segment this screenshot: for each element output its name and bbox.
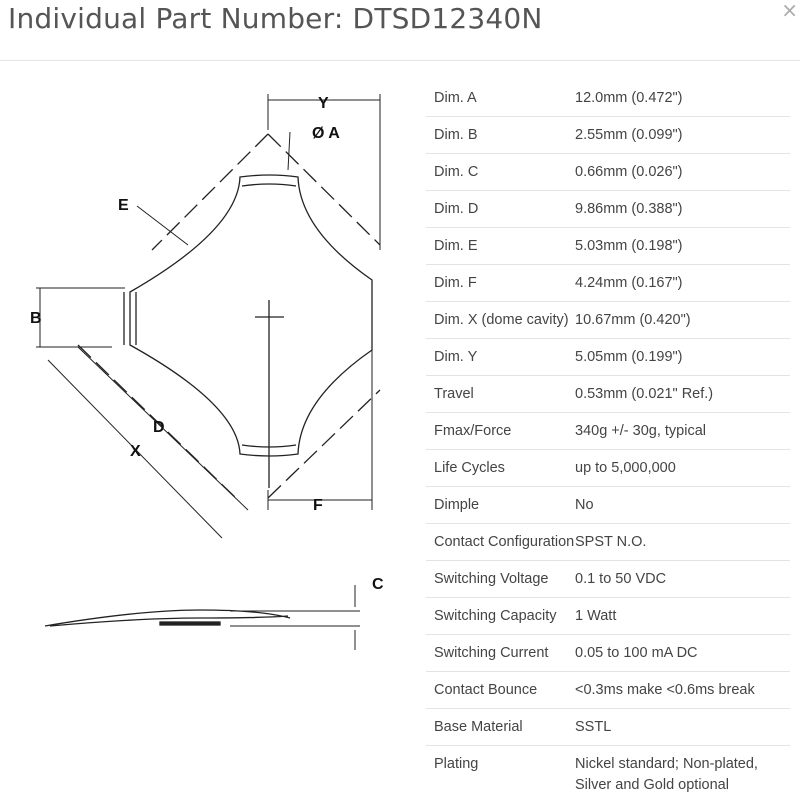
dome-technical-drawing: Y Ø A E B D X F C (30, 94, 384, 650)
spec-value: <0.3ms make <0.6ms break (575, 682, 755, 698)
spec-table: Dim. A 12.0mm (0.472") Dim. B 2.55mm (0.09… (426, 80, 790, 803)
spec-row: Dim. E 5.03mm (0.198") (426, 228, 790, 265)
header-divider (0, 60, 800, 61)
spec-value: 2.55mm (0.099") (575, 127, 683, 143)
spec-label: Dim. A (434, 90, 477, 106)
spec-value: 5.05mm (0.199") (575, 349, 683, 365)
spec-label: Dim. F (434, 275, 477, 291)
spec-value: No (575, 497, 594, 513)
spec-label: Dim. Y (434, 349, 478, 365)
spec-label: Contact Bounce (434, 682, 538, 698)
spec-label: Switching Current (434, 645, 549, 661)
spec-row: Dim. D 9.86mm (0.388") (426, 191, 790, 228)
spec-value: 0.05 to 100 mA DC (575, 645, 698, 661)
dome-outline (129, 174, 373, 457)
spec-row: Dim. A 12.0mm (0.472") (426, 80, 790, 117)
close-icon[interactable]: × (781, 0, 798, 22)
top-arm-inner (241, 183, 297, 187)
spec-row: Fmax/Force 340g +/- 30g, typical (426, 413, 790, 450)
spec-value: 0.66mm (0.026") (575, 164, 683, 180)
spec-label: Dim. E (434, 238, 478, 254)
spec-row: Base Material SSTL (426, 709, 790, 746)
spec-label: Plating (434, 756, 479, 772)
spec-row: Travel 0.53mm (0.021" Ref.) (426, 376, 790, 413)
spec-row: Switching Capacity 1 Watt (426, 598, 790, 635)
dim-label-e: E (118, 197, 129, 214)
spec-value: up to 5,000,000 (575, 460, 676, 476)
side-profile (44, 609, 291, 627)
spec-row: Switching Current 0.05 to 100 mA DC (426, 635, 790, 672)
spec-value: SPST N.O. (575, 534, 647, 550)
spec-row: Life Cycles up to 5,000,000 (426, 450, 790, 487)
spec-label: Dimple (434, 497, 480, 513)
dim-label-c: C (372, 576, 384, 593)
dim-label-a: Ø A (312, 125, 340, 142)
spec-label: Fmax/Force (434, 423, 512, 439)
spec-label: Base Material (434, 719, 523, 735)
spec-value: SSTL (575, 719, 612, 735)
dim-label-d: D (153, 419, 165, 436)
spec-row: Dim. X (dome cavity) 10.67mm (0.420") (426, 302, 790, 339)
spec-row: Dim. F 4.24mm (0.167") (426, 265, 790, 302)
side-profile-contact (159, 621, 221, 626)
spec-value: 9.86mm (0.388") (575, 201, 683, 217)
spec-label: Switching Capacity (434, 608, 557, 624)
spec-label: Dim. C (434, 164, 479, 180)
spec-value: 340g +/- 30g, typical (575, 423, 706, 439)
left-arm-inner (123, 292, 137, 345)
spec-value: 10.67mm (0.420") (575, 312, 691, 328)
spec-row: Plating Nickel standard; Non-plated, Silv… (426, 746, 790, 803)
spec-row: Switching Voltage 0.1 to 50 VDC (426, 561, 790, 598)
spec-row: Dim. B 2.55mm (0.099") (426, 117, 790, 154)
spec-value: 1 Watt (575, 608, 617, 624)
spec-value: 12.0mm (0.472") (575, 90, 683, 106)
page-title: Individual Part Number: DTSD12340N (8, 2, 543, 35)
dim-label-y: Y (318, 95, 329, 112)
spec-label: Contact Configuration (434, 534, 575, 550)
dim-label-x: X (130, 443, 141, 460)
spec-row: Dim. C 0.66mm (0.026") (426, 154, 790, 191)
spec-value: 0.53mm (0.021" Ref.) (575, 386, 714, 402)
spec-value: 0.1 to 50 VDC (575, 571, 667, 587)
spec-value: 4.24mm (0.167") (575, 275, 683, 291)
spec-row: Dimple No (426, 487, 790, 524)
spec-value: Nickel standard; Non-plated, Silver and … (575, 756, 758, 793)
spec-row: Dim. Y 5.05mm (0.199") (426, 339, 790, 376)
spec-label: Dim. D (434, 201, 479, 217)
spec-label: Dim. B (434, 127, 478, 143)
spec-label: Life Cycles (434, 460, 505, 476)
spec-label: Dim. X (dome cavity) (434, 312, 569, 328)
spec-label: Switching Voltage (434, 571, 549, 587)
spec-label: Travel (434, 386, 474, 402)
dim-label-f: F (313, 497, 323, 514)
spec-value: 5.03mm (0.198") (575, 238, 683, 254)
dim-label-b: B (30, 310, 42, 327)
cavity-outline (77, 133, 381, 501)
spec-row: Contact Bounce <0.3ms make <0.6ms break (426, 672, 790, 709)
